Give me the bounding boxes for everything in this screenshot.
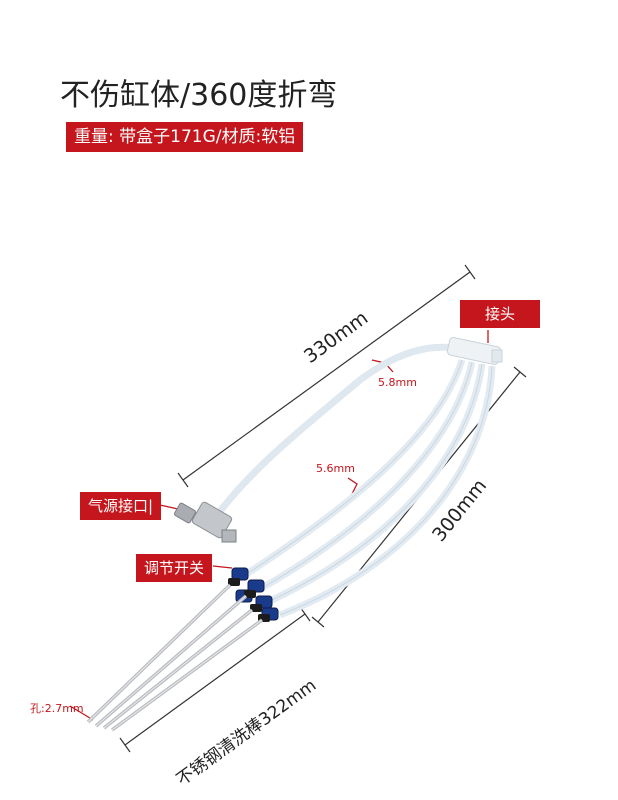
- valve-body: [173, 501, 237, 543]
- air-supply-tube: [212, 343, 456, 521]
- spec-badge: 重量: 带盒子171G/材质:软铝: [66, 122, 304, 152]
- adjust-switch-label: 调节开关: [136, 554, 213, 582]
- tube-diameter-b: 5.6mm: [316, 462, 355, 475]
- tube-diameter-a: 5.8mm: [378, 376, 417, 389]
- hole-diameter: 孔:2.7mm: [30, 702, 84, 715]
- pointer-lines: [69, 330, 489, 721]
- air-inlet-label: 气源接口|: [80, 492, 162, 520]
- connector-label: 接头: [460, 300, 540, 328]
- connector-manifold: [446, 337, 503, 365]
- silicone-tubes: [243, 358, 496, 619]
- page-title: 不伤缸体/360度折弯: [60, 78, 338, 113]
